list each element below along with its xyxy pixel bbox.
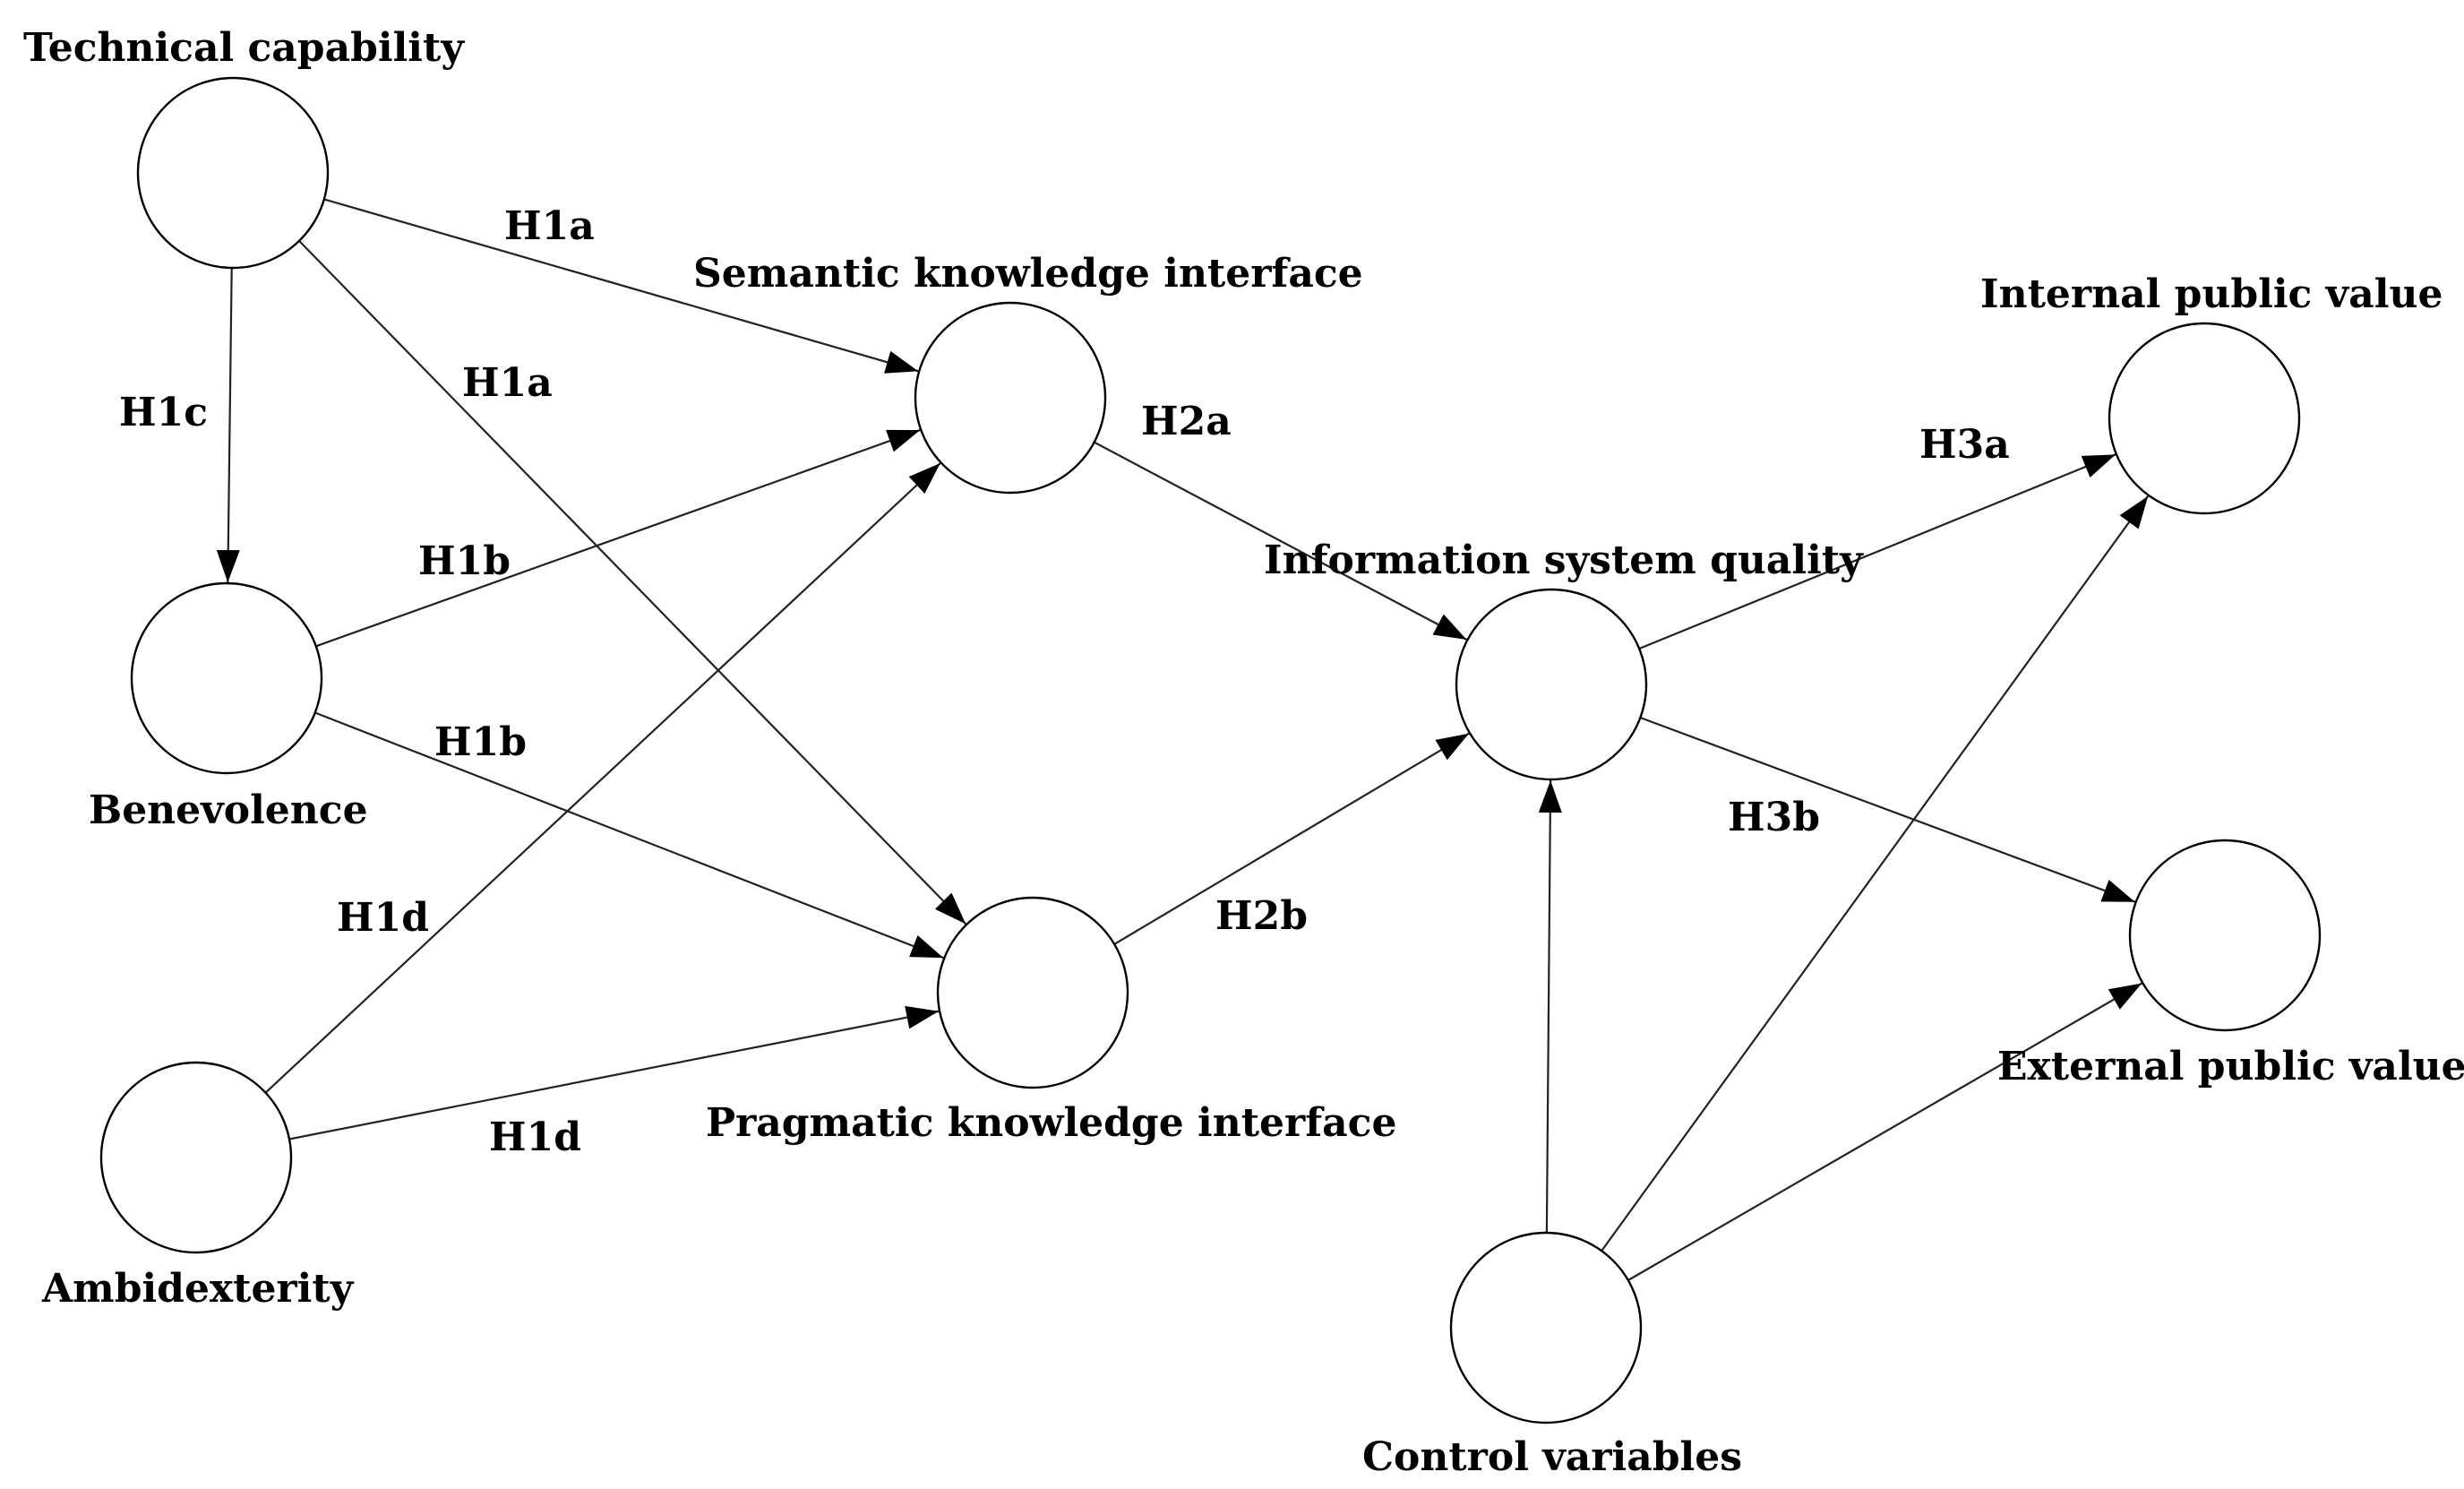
- node-pragmatic-knowledge-interface: [936, 896, 1129, 1089]
- edge-information-system-quality-to-internal-public-value: [1638, 453, 2116, 650]
- label-pragmatic-knowledge-interface: Pragmatic knowledge interface: [706, 1100, 1396, 1146]
- edge-ambidexterity-to-pragmatic-knowledge-interface: [288, 1005, 940, 1140]
- node-technical-capability: [136, 76, 330, 270]
- hypothesis-h1b-semantic: H1b: [418, 538, 511, 584]
- hypothesis-h1d-semantic: H1d: [337, 895, 429, 941]
- node-benevolence: [130, 581, 323, 775]
- label-technical-capability: Technical capability: [23, 25, 465, 71]
- edge-technical-capability-to-pragmatic-knowledge-interface: [298, 240, 967, 925]
- node-external-public-value: [2128, 839, 2322, 1032]
- node-information-system-quality: [1455, 588, 1648, 781]
- edge-control-variables-to-internal-public-value: [1601, 495, 2150, 1252]
- node-internal-public-value: [2108, 322, 2301, 515]
- node-control-variables: [1449, 1231, 1643, 1424]
- label-external-public-value: External public value: [1997, 1044, 2464, 1089]
- label-semantic-knowledge-interface: Semantic knowledge interface: [693, 251, 1363, 297]
- hypothesis-h1b-pragmatic: H1b: [434, 719, 527, 765]
- node-labels-layer: Technical capability Benevolence Ambidex…: [23, 25, 2464, 1480]
- edge-technical-capability-to-benevolence: [216, 267, 240, 583]
- label-ambidexterity: Ambidexterity: [41, 1266, 355, 1312]
- edge-benevolence-to-pragmatic-knowledge-interface: [314, 711, 944, 960]
- hypothesis-h1a-semantic: H1a: [504, 203, 595, 249]
- edge-control-variables-to-external-public-value: [1627, 982, 2142, 1281]
- hypothesis-h1a-pragmatic: H1a: [462, 360, 553, 406]
- nodes-layer: [99, 76, 2322, 1424]
- hypothesis-h2b: H2b: [1215, 893, 1308, 939]
- edge-labels-layer: H1a H1a H1c H1b H1b H1d H1d H2a H2b H3a …: [119, 203, 2010, 1160]
- node-ambidexterity: [99, 1061, 293, 1254]
- edge-control-variables-to-information-system-quality: [1538, 779, 1562, 1234]
- label-internal-public-value: Internal public value: [1980, 271, 2443, 317]
- label-control-variables: Control variables: [1362, 1434, 1742, 1480]
- edges-layer: [216, 198, 2150, 1281]
- edge-semantic-knowledge-interface-to-information-system-quality: [1094, 441, 1467, 641]
- edge-benevolence-to-semantic-knowledge-interface: [315, 428, 921, 648]
- edge-pragmatic-knowledge-interface-to-information-system-quality: [1113, 732, 1470, 945]
- hypothesis-h3a: H3a: [1919, 422, 2010, 468]
- label-information-system-quality: Information system quality: [1264, 538, 1864, 583]
- hypothesis-h3b: H3b: [1728, 795, 1820, 840]
- hypothesis-h1c: H1c: [119, 390, 208, 435]
- hypothesis-h1d-pragmatic: H1d: [489, 1115, 581, 1160]
- hypothesis-h2a: H2a: [1141, 399, 1232, 444]
- label-benevolence: Benevolence: [89, 788, 368, 833]
- edge-information-system-quality-to-external-public-value: [1639, 716, 2136, 903]
- node-semantic-knowledge-interface: [914, 301, 1107, 495]
- edge-technical-capability-to-semantic-knowledge-interface: [323, 198, 919, 374]
- edge-ambidexterity-to-semantic-knowledge-interface: [264, 462, 941, 1094]
